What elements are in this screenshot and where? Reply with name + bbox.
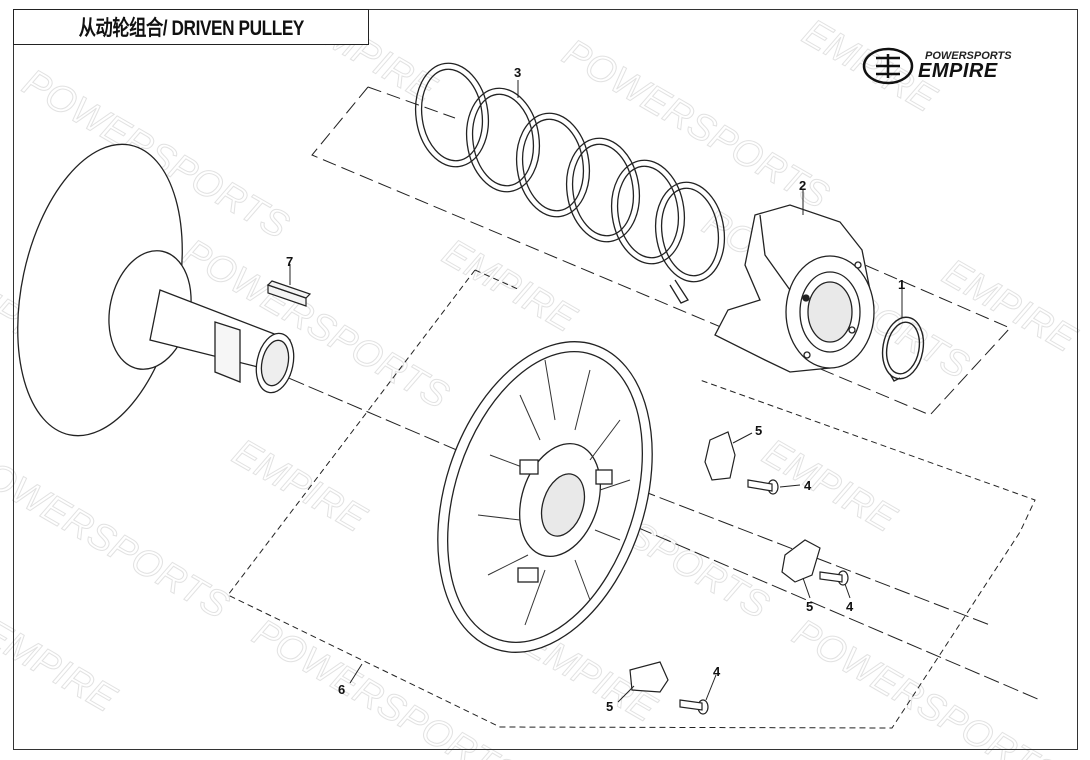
assembly-outline-upper [311,86,1011,416]
slider-part-5-a [704,431,736,481]
callout-6: 6 [338,682,345,697]
spring-part-3 [414,62,726,304]
logo-text-powersports: POWERSPORTS [925,50,1012,62]
bolt-part-4-b [819,570,849,586]
callout-3: 3 [514,65,521,80]
logo-text-empire: EMPIRE [918,60,998,82]
axis-lines [269,369,1041,701]
callout-5-a: 5 [755,423,762,438]
title-block: 从动轮组合/ DRIVEN PULLEY [13,9,369,45]
callout-1: 1 [898,277,905,292]
movable-sheave-part-6 [437,341,653,653]
assembly-outline-6 [227,269,1036,729]
leader-lines [289,80,903,703]
slider-part-5-b [781,539,821,583]
page-title: 从动轮组合/ DRIVEN PULLEY [78,17,304,40]
callout-7: 7 [286,254,293,269]
bolt-part-4-c [679,699,709,715]
drawing-frame [13,9,1078,750]
fixed-sheave [17,143,295,437]
callout-4-b: 4 [846,599,854,614]
callout-labels: 1 2 3 4 4 4 5 5 5 6 7 [286,65,905,714]
callout-5-c: 5 [606,699,613,714]
callout-4-a: 4 [804,478,812,493]
callout-5-b: 5 [806,599,813,614]
key-part-7 [266,280,312,307]
empire-emblem-icon [862,47,914,85]
cam-part-2 [714,204,875,373]
callout-4-c: 4 [713,664,721,679]
slider-part-5-c [629,661,669,693]
circlip-part-1 [881,316,925,382]
bolt-part-4-a [747,479,779,495]
callout-2: 2 [799,178,806,193]
